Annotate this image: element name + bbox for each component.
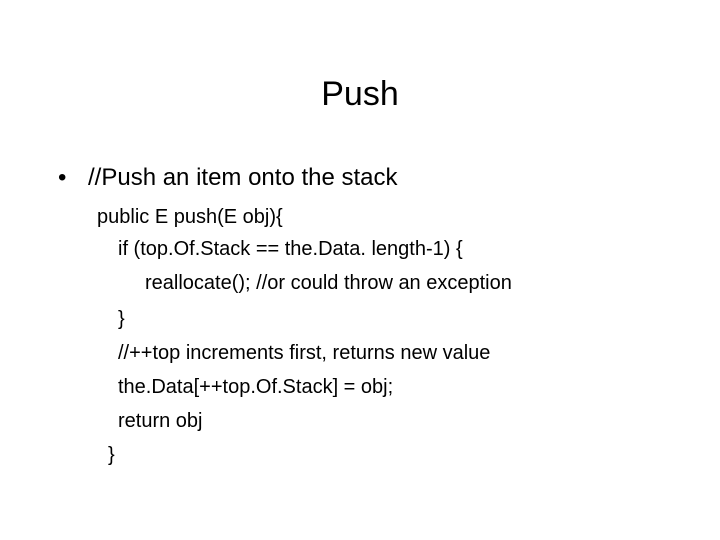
code-line-assign: the.Data[++top.Of.Stack] = obj; bbox=[118, 376, 394, 398]
bullet-marker: • bbox=[58, 164, 67, 191]
slide-title: Push bbox=[321, 75, 399, 113]
code-line-signature: public E push(E obj){ bbox=[97, 206, 283, 228]
code-line-return: return obj bbox=[118, 410, 203, 432]
code-line-if-close: } bbox=[118, 308, 125, 330]
code-line-if-condition: if (top.Of.Stack == the.Data. length-1) … bbox=[118, 238, 463, 260]
code-line-reallocate: reallocate(); //or could throw an except… bbox=[145, 272, 512, 294]
bullet-text: //Push an item onto the stack bbox=[88, 164, 398, 191]
code-line-comment: //++top increments first, returns new va… bbox=[118, 342, 491, 364]
code-line-method-close: } bbox=[108, 444, 115, 466]
bullet-item: • //Push an item onto the stack bbox=[58, 162, 398, 194]
